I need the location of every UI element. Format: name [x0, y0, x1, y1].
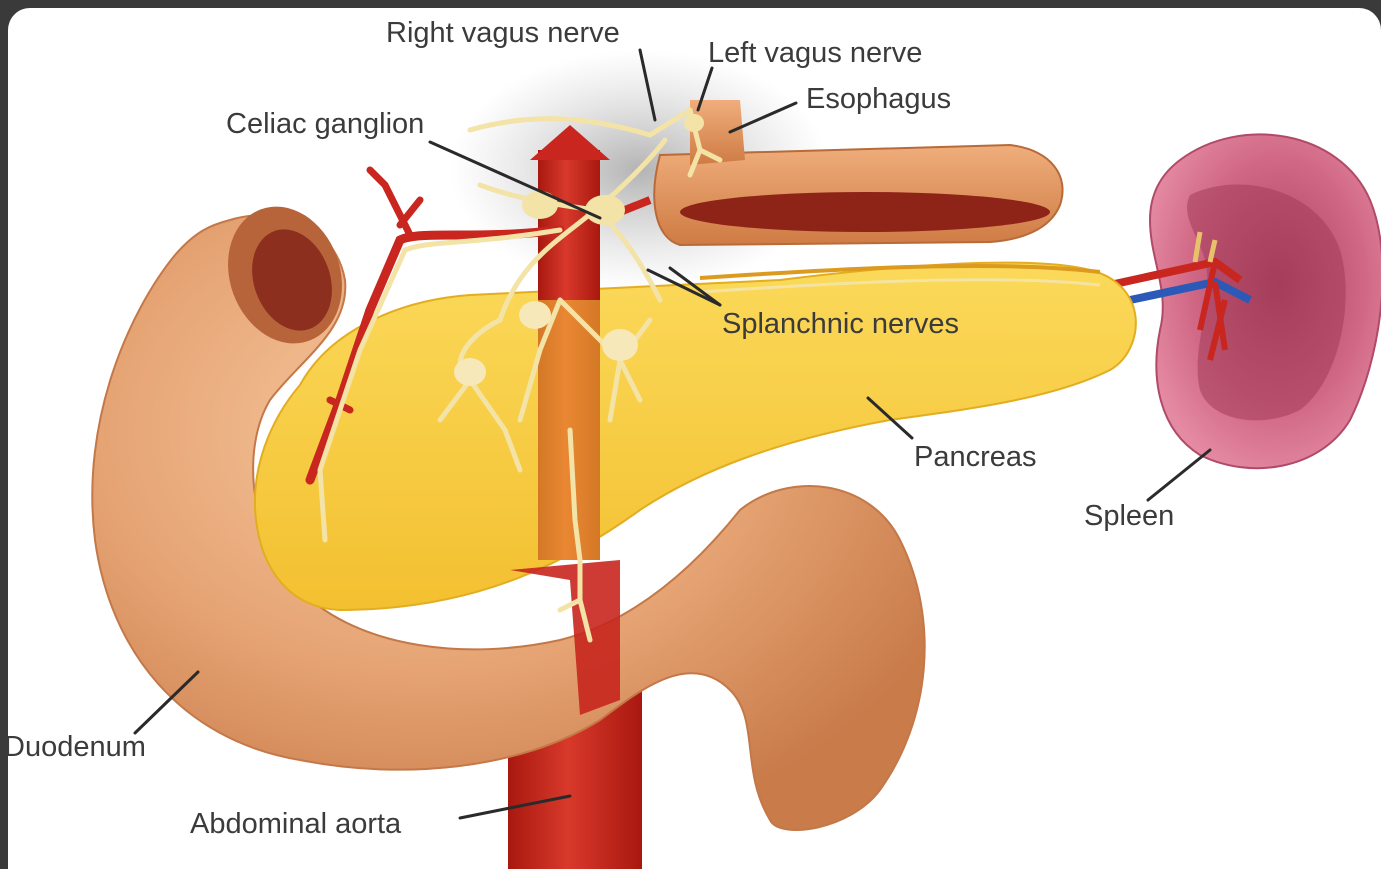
leader-spleen [1148, 450, 1210, 500]
label-left-vagus-nerve: Left vagus nerve [708, 37, 922, 69]
label-right-vagus-nerve: Right vagus nerve [386, 17, 620, 49]
ganglion-node-1 [454, 358, 486, 386]
celiac-ganglion-right [585, 195, 625, 225]
label-esophagus: Esophagus [806, 83, 951, 115]
esophagus-lumen [680, 192, 1050, 232]
ganglion-node-2 [519, 301, 551, 329]
pancreas [255, 263, 1136, 610]
diagram-card: Right vagus nerve Left vagus nerve Esoph… [8, 8, 1381, 869]
label-pancreas: Pancreas [914, 441, 1037, 473]
spleen-hilum [1187, 184, 1346, 420]
label-abdominal-aorta: Abdominal aorta [190, 808, 402, 840]
label-celiac-ganglion: Celiac ganglion [226, 108, 424, 140]
anatomy-diagram: Right vagus nerve Left vagus nerve Esoph… [8, 8, 1381, 869]
label-spleen: Spleen [1084, 500, 1174, 532]
label-splanchnic-nerves: Splanchnic nerves [722, 308, 959, 340]
ganglion-node-3 [602, 329, 638, 361]
vagus-ganglion [684, 114, 704, 132]
label-duodenum: Duodenum [8, 731, 146, 763]
